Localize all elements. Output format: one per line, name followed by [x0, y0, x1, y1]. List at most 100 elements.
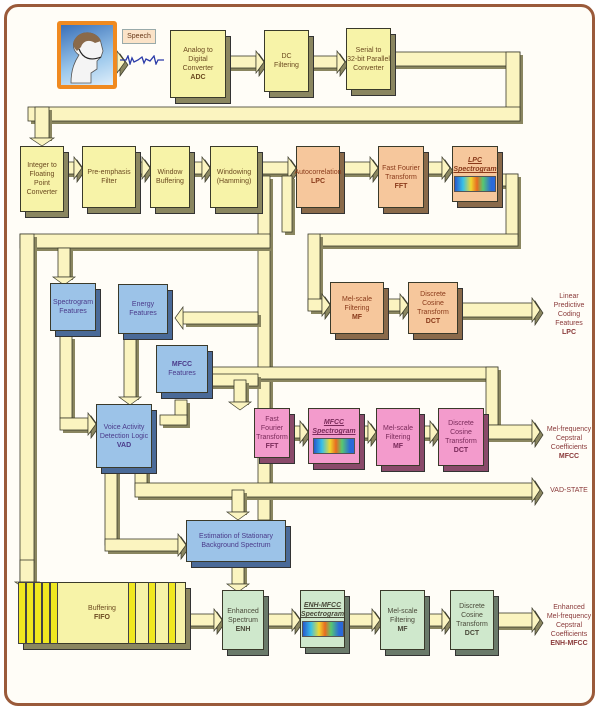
block-abbr: ENH — [235, 625, 251, 633]
connector-segment — [207, 373, 259, 387]
arrow-head — [255, 49, 265, 75]
block-text: Transform — [256, 434, 288, 441]
connector-segment — [233, 379, 247, 403]
block-title: ENH-MFCC — [303, 602, 342, 609]
block-title: LPC — [468, 157, 482, 164]
block-text: Serial to — [355, 46, 382, 54]
arrow-head — [336, 49, 346, 75]
arrow-head — [441, 155, 451, 181]
connector-segment — [59, 417, 89, 431]
connector-segment — [226, 55, 257, 69]
connector-segment — [309, 55, 338, 69]
arrow-head — [227, 401, 253, 411]
output-abbr: ENH-MFCC — [550, 640, 588, 647]
arrow-head — [87, 411, 97, 437]
block-text: Windowing — [216, 169, 252, 176]
block-abbr: FFT — [265, 443, 279, 450]
block-abbr: VAD — [116, 441, 132, 449]
connector-segment — [19, 233, 35, 586]
speech-label: Speech — [122, 29, 156, 44]
block-abbr: FFT — [394, 182, 408, 190]
block-abbr: MF — [351, 313, 363, 321]
block-text: Window — [157, 169, 183, 176]
output-text: Coefficients — [550, 444, 588, 451]
arrow-head — [225, 583, 251, 593]
waveform-icon — [120, 55, 164, 65]
arrow-head — [531, 418, 541, 446]
block-abbr: DCT — [464, 630, 480, 637]
block-text: DC — [281, 53, 292, 60]
output-text: Features — [555, 320, 583, 327]
block-text: Fourier — [260, 425, 284, 432]
block-text: Discrete — [459, 603, 485, 610]
connector-segment — [389, 51, 521, 67]
block-text: Enhanced — [227, 607, 259, 615]
block-text: Autocorrelation — [294, 169, 342, 176]
output-text: Mel-frequency — [546, 426, 592, 433]
block-text: Filtering — [274, 62, 299, 69]
output-text: Coding — [557, 311, 581, 318]
connector-segment — [485, 424, 533, 440]
block-text: Transform — [456, 621, 488, 628]
block-text: Buffering — [156, 178, 184, 185]
block-text: Fast Fourier — [382, 164, 420, 172]
block-title: MFCC — [323, 419, 345, 426]
block-text: Discrete Cosine — [420, 291, 446, 307]
block-text: (Hamming) — [216, 178, 252, 185]
output-text: Enhanced — [553, 604, 585, 611]
block-text: Transform — [385, 173, 417, 181]
connector-segment — [59, 335, 73, 419]
arrow-head — [299, 419, 309, 445]
block-text: Buffering — [88, 605, 116, 612]
connector-segment — [19, 559, 35, 583]
fifo-slot — [26, 582, 34, 644]
arrow-head — [117, 396, 143, 406]
arrow-head — [531, 296, 541, 324]
connector-segment — [307, 298, 323, 312]
output-text: Cepstral — [555, 622, 583, 629]
block-abbr: DCT — [425, 318, 441, 325]
arrow-head — [174, 305, 184, 331]
connector-segment — [104, 469, 118, 546]
arrow-head — [429, 419, 439, 445]
arrow-head — [321, 292, 331, 318]
connector-segment — [505, 173, 519, 241]
output-text: Predictive — [553, 302, 585, 309]
block-text: Discrete — [448, 420, 474, 427]
arrow-head — [531, 606, 541, 634]
block-text: Converter — [353, 64, 384, 72]
connector-segment — [257, 175, 271, 521]
block-title: Spectrogram — [312, 428, 356, 435]
connector-segment — [104, 538, 179, 552]
block-text: Floating — [29, 171, 55, 178]
output-abbr: MFCC — [558, 453, 580, 460]
fifo-slot — [168, 582, 176, 644]
arrow-head — [369, 155, 379, 181]
output-abbr: LPC — [562, 329, 576, 336]
spectrogram-thumbnail — [313, 438, 355, 454]
arrow-head — [141, 155, 151, 181]
block-text: Analog to — [183, 47, 213, 54]
arrow-head — [291, 607, 301, 633]
connector-segment — [123, 335, 137, 398]
fifo-slot — [18, 582, 26, 644]
block-text: Estimation of Stationary — [199, 533, 273, 540]
block-text: Mel-scale — [342, 295, 372, 303]
block-text: Digital — [188, 56, 208, 63]
block-text: Integer to — [27, 162, 57, 169]
